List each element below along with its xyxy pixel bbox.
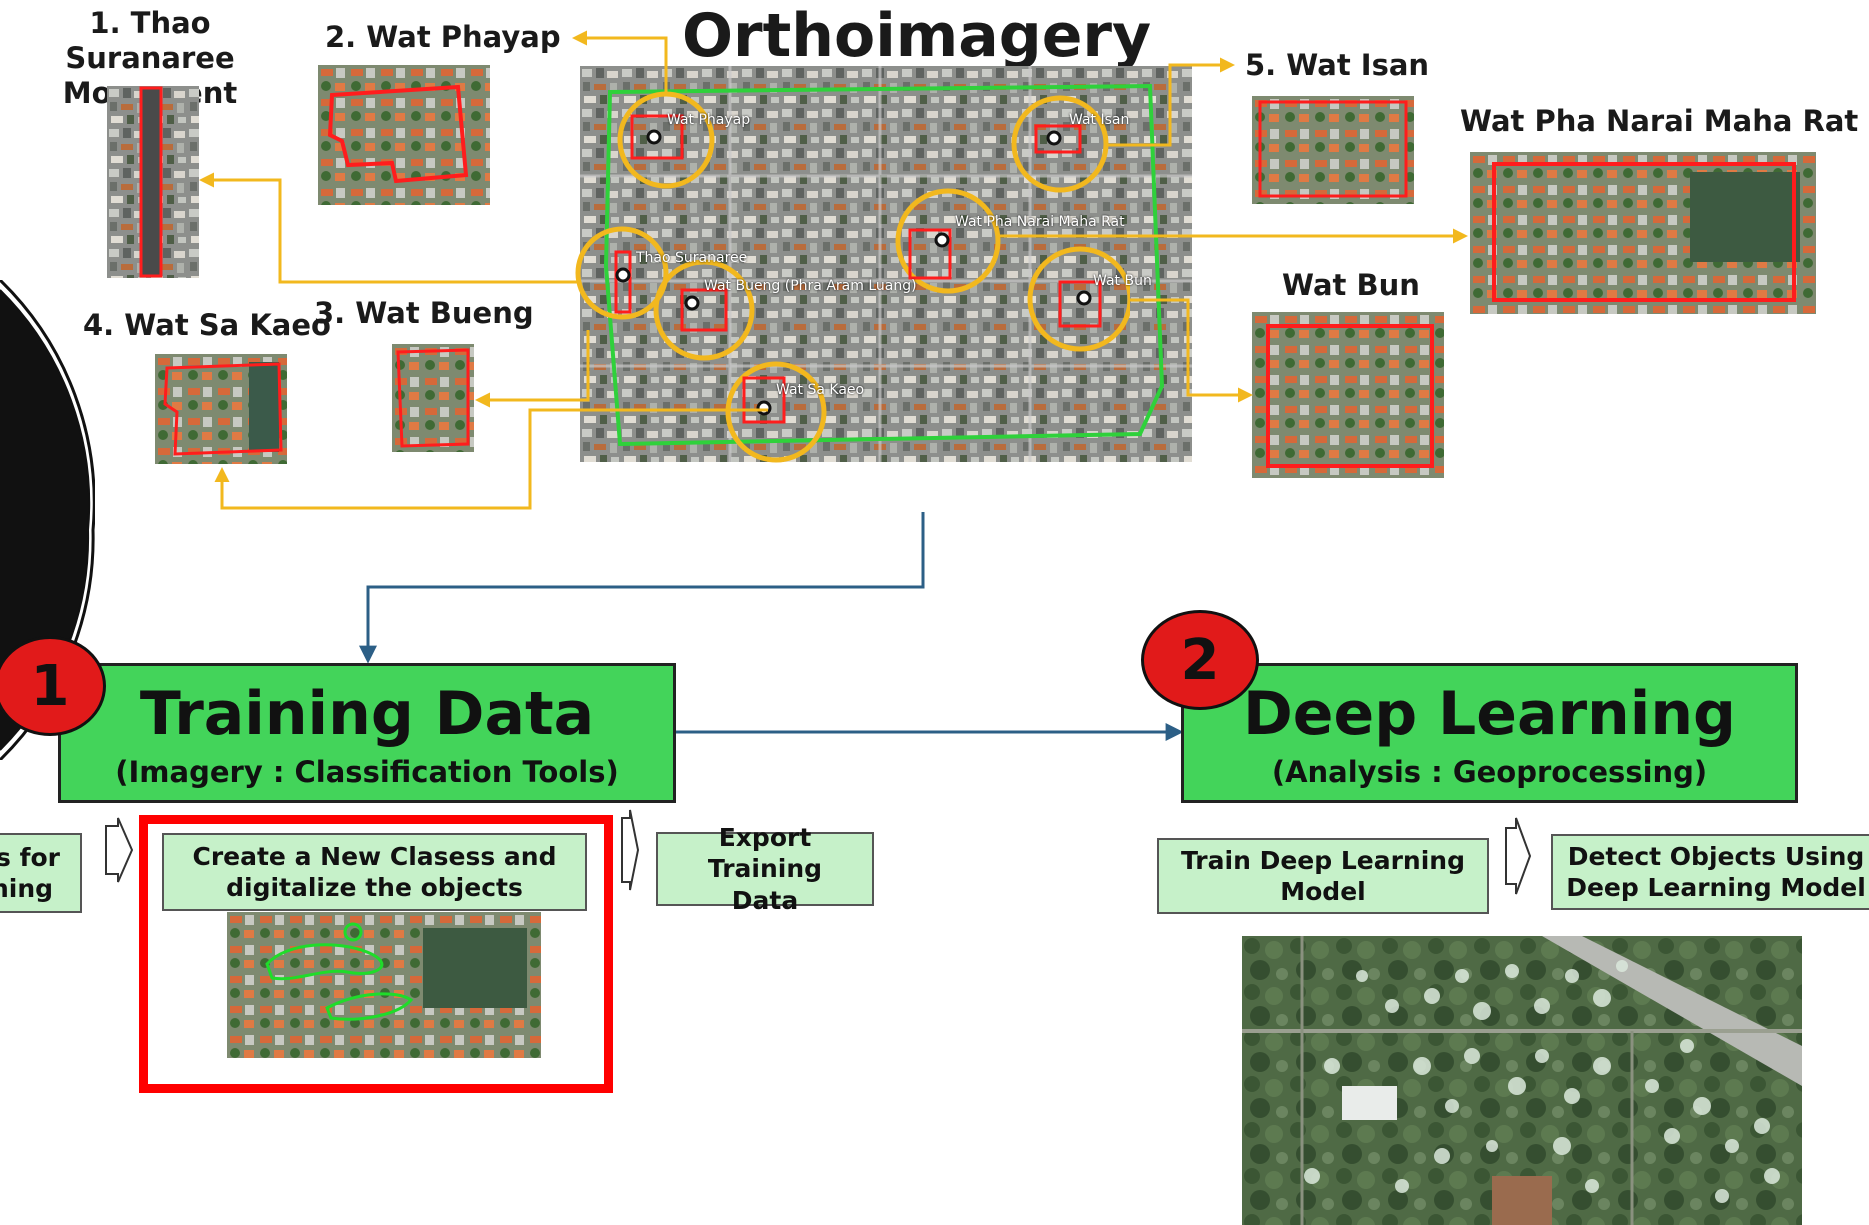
step-export-training-data: Export Training Data (656, 823, 874, 915)
map-label-pha-narai: Wat Pha Narai Maha Rat (955, 214, 1125, 230)
thumb-thao-suranaree (107, 86, 199, 278)
step-create-classes: Create a New Clasess and digitalize the … (162, 833, 587, 911)
step-train-model: Train Deep Learning Model (1157, 838, 1489, 914)
step-left-partial: ts for ning (0, 833, 82, 913)
map-label-sakaeo: Wat Sa Kaeo (776, 382, 865, 398)
highlight-frame (139, 815, 613, 1093)
thumb-wat-phayap (318, 65, 490, 205)
label-wat-pha-narai: Wat Pha Narai Maha Rat (1460, 104, 1859, 138)
step-detect-objects: Detect Objects Using Deep Learning Model (1551, 834, 1869, 910)
label-wat-phayap: 2. Wat Phayap (325, 20, 561, 54)
label-wat-bun: Wat Bun (1282, 268, 1420, 302)
training-data-subtitle: (Imagery : Classification Tools) (115, 755, 619, 789)
badge-step-1: 1 (0, 636, 106, 736)
map-label-thao: Thao Suranaree (636, 250, 748, 266)
thumb-wat-bun (1252, 312, 1444, 478)
deep-learning-subtitle: (Analysis : Geoprocessing) (1271, 755, 1708, 789)
detection-result-image (1242, 936, 1802, 1225)
badge-step-2: 2 (1141, 610, 1259, 710)
thumb-wat-bueng (392, 344, 474, 452)
label-thao-suranaree: 1. Thao Suranaree Monument (63, 6, 237, 110)
digitized-objects-image (227, 912, 541, 1058)
map-label-bun: Wat Bun (1093, 273, 1152, 289)
map-label-bueng: Wat Bueng (Phra Aram Luang) (704, 278, 917, 294)
map-site-markers (575, 91, 1130, 463)
label-wat-isan: 5. Wat Isan (1245, 48, 1430, 82)
training-data-title: Training Data (139, 679, 595, 749)
map-label-isan: Wat Isan (1069, 112, 1130, 128)
thumb-wat-pha-narai (1470, 152, 1816, 314)
training-data-box: Training Data (Imagery : Classification … (58, 663, 676, 803)
label-wat-sa-kaeo: 4. Wat Sa Kaeo (83, 308, 331, 342)
thumb-wat-isan (1252, 96, 1414, 204)
map-label-phayap: Wat Phayap (667, 112, 751, 128)
label-wat-bueng: 3. Wat Bueng (314, 296, 534, 330)
thumb-wat-sa-kaeo (155, 354, 287, 464)
page-title: Orthoimagery (682, 1, 1152, 71)
deep-learning-box: Deep Learning (Analysis : Geoprocessing) (1181, 663, 1798, 803)
deep-learning-title: Deep Learning (1243, 679, 1736, 749)
